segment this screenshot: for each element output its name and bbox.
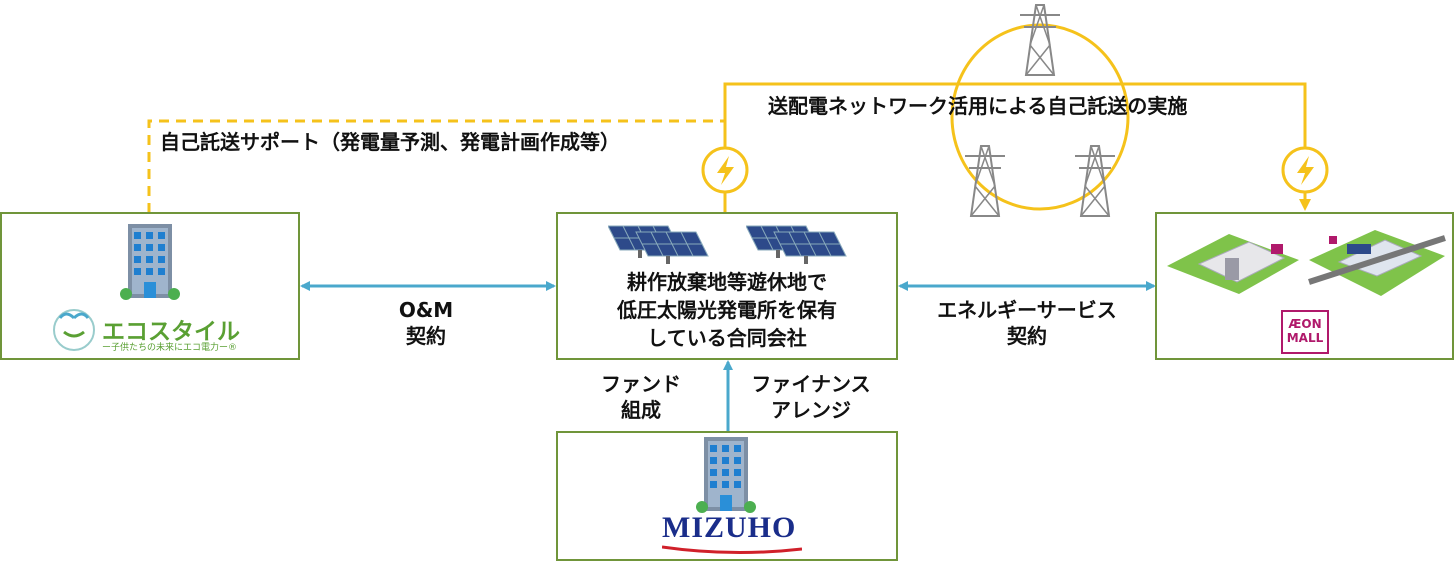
ecostyle-logo-subtitle: ー子供たちの未来にエコ電力ー®: [102, 343, 238, 353]
om-contract-label-line2: 契約: [406, 324, 446, 348]
spv-label-line3: している合同会社: [647, 326, 807, 350]
spv-box: 耕作放棄地等遊休地で 低圧太陽光発電所を保有 している合同会社: [556, 212, 898, 360]
solar-panel-icon: [608, 225, 709, 265]
network-transmission-label: 送配電ネットワーク活用による自己託送の実施: [768, 94, 1188, 118]
aeon-logo-line2: MALL: [1286, 331, 1324, 345]
energy-service-label-line1: エネルギーサービス: [937, 298, 1117, 322]
aeon-logo-line1: ÆON: [1288, 317, 1322, 331]
spv-label-line2: 低圧太陽光発電所を保有: [617, 298, 837, 322]
om-contract-label-line1: O&M: [398, 298, 454, 322]
fund-label-line1: ファンド: [601, 372, 681, 396]
lightning-icon: [1281, 146, 1329, 194]
solar-panel-icon: [746, 225, 847, 265]
finance-label-line1: ファイナンス: [751, 372, 871, 396]
energy-service-label-line2: 契約: [1007, 324, 1047, 348]
fund-label-line2: 組成: [621, 398, 661, 422]
self-transmission-support-label: 自己託送サポート（発電量予測、発電計画作成等）: [160, 130, 620, 154]
transmission-tower-icon: [964, 145, 1006, 217]
mizuho-logo-text: MIZUHO: [662, 511, 797, 544]
mizuho-logo-swoosh: [662, 545, 802, 555]
ecostyle-logo-icon: [53, 309, 95, 351]
mizuho-box: MIZUHO: [556, 431, 898, 561]
aeon-mall-logo: ÆON MALL: [1281, 310, 1329, 354]
aeon-mall-box: ÆON MALL: [1155, 212, 1454, 360]
power-grid-ring: [950, 23, 1130, 211]
transmission-tower-icon: [1074, 145, 1116, 217]
spv-label-line1: 耕作放棄地等遊休地で: [627, 270, 827, 294]
ecostyle-box: エコスタイル ー子供たちの未来にエコ電力ー®: [0, 212, 300, 360]
office-building-icon: [120, 224, 180, 300]
shopping-mall-illustration-icon: [1167, 230, 1446, 296]
transmission-tower-icon: [1019, 4, 1061, 76]
office-building-icon: [696, 437, 756, 513]
finance-label-line2: アレンジ: [771, 398, 851, 422]
lightning-icon: [701, 146, 749, 194]
support-dashed-connector: [147, 119, 725, 213]
ecostyle-logo-text: エコスタイル: [102, 319, 240, 345]
